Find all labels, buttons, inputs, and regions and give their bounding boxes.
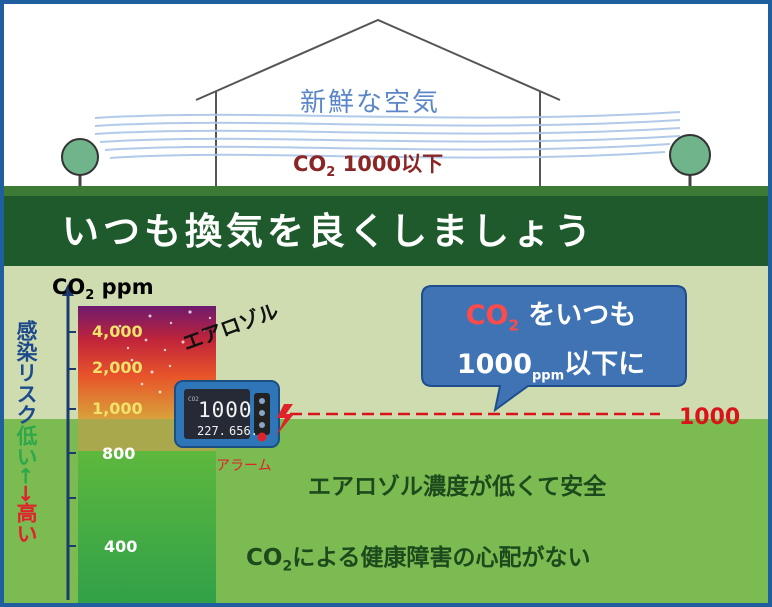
aerosol-dots (118, 310, 212, 394)
safety-message-2: CO2による健康障害の心配がない (246, 545, 591, 575)
monitor-sub-reading-1: 227. (197, 424, 226, 438)
axis-ticks (68, 331, 76, 547)
infection-risk-label: 感染リスク低い←→高い (14, 320, 38, 545)
co2-limit-label: CO2 1000以下 (293, 152, 444, 181)
axis-arrow (62, 284, 74, 296)
tick-label-1000: 1,000 (92, 399, 143, 418)
callout-line-2: 1000ppm以下に (456, 349, 646, 384)
tick-label-2000: 2,000 (92, 358, 143, 377)
tree-right (669, 134, 711, 188)
fresh-air-label: 新鮮な空気 (300, 88, 441, 118)
callout-line-1: CO2 をいつも (465, 300, 637, 335)
tick-label-800: 800 (102, 444, 136, 463)
banner-title: いつも換気を良くしましょう (62, 210, 595, 253)
monitor-sub-reading-2: 656. (229, 424, 258, 438)
banner (0, 196, 772, 266)
safe-bar (78, 451, 216, 607)
monitor-co2-tag: CO2 (188, 396, 199, 403)
alarm-label: アラーム (216, 458, 272, 474)
callout-bubble (421, 285, 687, 413)
axis-title: CO2 ppm (52, 275, 154, 304)
ground-strip (0, 186, 772, 198)
threshold-value: 1000 (679, 405, 741, 430)
airflow-lines (94, 111, 681, 159)
alarm-spark-icon (276, 404, 294, 436)
monitor-main-reading: 1000 (198, 398, 253, 422)
tick-label-4000: 4,000 (92, 322, 143, 341)
safety-message-1: エアロゾル濃度が低くて安全 (308, 474, 607, 500)
house-roof (195, 18, 561, 101)
tick-label-400: 400 (104, 537, 138, 556)
callout-text: CO2 をいつも 1000ppm以下に (420, 296, 682, 397)
alarm-light (257, 432, 267, 442)
co2-monitor-screen (184, 389, 250, 439)
tree-left (61, 138, 99, 188)
